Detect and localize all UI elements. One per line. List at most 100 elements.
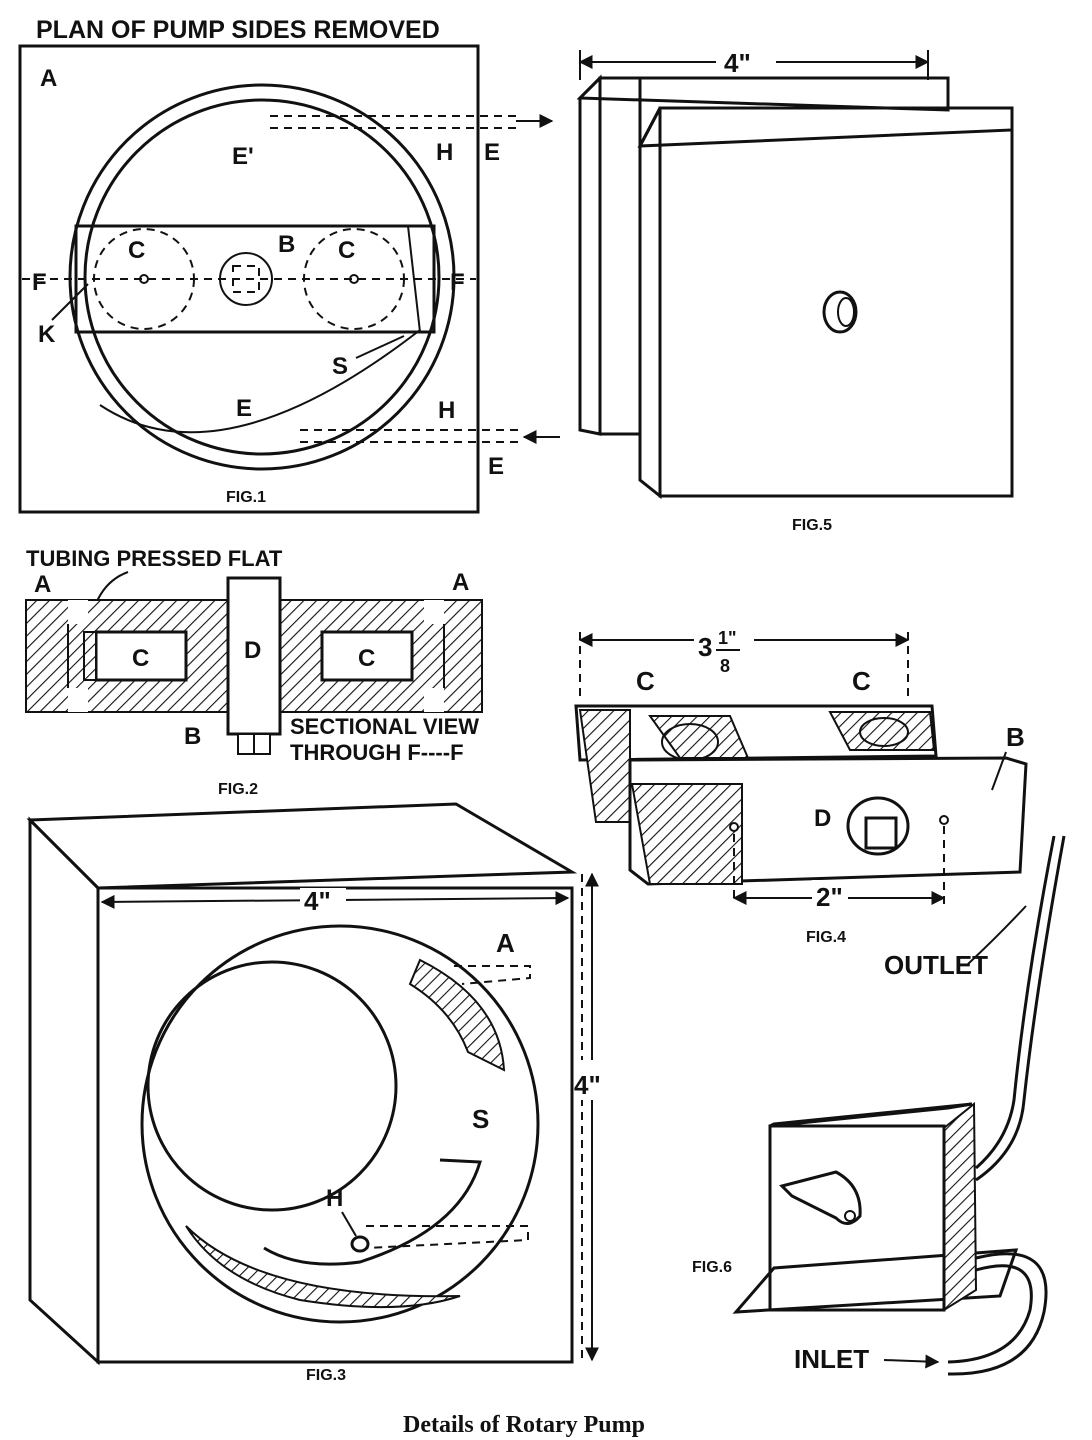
fig3-bottom-crescent xyxy=(185,1225,461,1309)
fig5-back-plate-top xyxy=(576,76,950,112)
fig1-label-k: K xyxy=(38,321,56,348)
fig2-label-d: D xyxy=(244,637,261,664)
fig6-box-front xyxy=(768,1124,946,1312)
fig3-bottom-rib xyxy=(263,1158,482,1266)
fig6-inlet-pipe-a xyxy=(947,1264,1033,1364)
fig3-label-height: 4" xyxy=(574,1070,601,1100)
fig2-flat-tube-left xyxy=(83,631,97,681)
fig4-label-b: B xyxy=(1006,722,1025,752)
fig6-box-side xyxy=(943,1101,978,1312)
fig1-label-c-left: C xyxy=(128,237,145,264)
fig4-cylinder-seat-left xyxy=(648,715,750,759)
fig2-title: TUBING PRESSED FLAT xyxy=(26,546,283,571)
fig2-label-c-right: C xyxy=(358,645,375,672)
fig1-s-leader xyxy=(355,335,405,359)
fig6-inlet-pipe-b xyxy=(947,1252,1048,1376)
fig4-pin-right xyxy=(939,815,949,825)
fig5-figure-label: FIG.5 xyxy=(792,517,832,534)
fig3-label-s: S xyxy=(472,1104,489,1134)
fig2-cylinder-c-right xyxy=(320,630,414,682)
fig1-label-e-bottom: E xyxy=(236,395,252,422)
fig6-outlet-pipe-b xyxy=(975,835,1066,1182)
fig4-back-end-hatch xyxy=(578,709,631,823)
fig1-crescent-e xyxy=(99,329,421,434)
fig3-label-width: 4" xyxy=(304,886,331,916)
fig1-figure-label: FIG.1 xyxy=(226,489,266,506)
fig3-inner-disc xyxy=(146,960,398,1212)
fig4-square-shaft xyxy=(864,816,898,850)
fig4-rotor-top xyxy=(574,704,938,762)
fig4-label-c-right: C xyxy=(852,666,871,696)
fig2-label-c-left: C xyxy=(132,645,149,672)
fig1-label-b: B xyxy=(278,231,295,258)
fig2-figure-label: FIG.2 xyxy=(218,781,258,798)
fig6-complete-pump: OUTLET INLET FIG.6 xyxy=(692,835,1066,1376)
fig2-notch-bottom-left xyxy=(68,688,88,712)
fig1-k-leader xyxy=(51,283,89,321)
fig3-side-face xyxy=(28,816,100,1366)
fig5-shaft-hole xyxy=(822,290,858,334)
fig6-crank-handle xyxy=(779,1170,862,1225)
fig2-section-note-1: SECTIONAL VIEW xyxy=(290,714,479,739)
fig1-label-e-out: E xyxy=(488,453,504,480)
fig2-label-a-right: A xyxy=(452,569,469,596)
fig4-b-leader xyxy=(991,751,1007,791)
fig4-front-end-hatch xyxy=(630,783,743,885)
fig1-label-c-right: C xyxy=(338,237,355,264)
fig1-inner-ring xyxy=(83,98,441,456)
fig6-crank-pivot xyxy=(844,1210,856,1222)
fig3-assembled-block: 4" 4" A S H FIG.3 xyxy=(26,802,608,1384)
fig2-shaft-d xyxy=(226,576,282,736)
fig3-cavity-outer xyxy=(140,924,540,1324)
fig3-figure-label: FIG.3 xyxy=(306,1367,346,1384)
fig4-rotor: 3 1" 8 2" C C B D FIG.4 xyxy=(574,620,1028,946)
fig5-dim-gap xyxy=(716,50,776,76)
fig1-label-h-top: H xyxy=(436,139,453,166)
fig3-hole-h xyxy=(350,1235,370,1253)
fig3-h-leader xyxy=(341,1211,357,1237)
fig6-box-top xyxy=(769,1102,973,1128)
fig5-label-width: 4" xyxy=(724,48,751,78)
fig3-inlet-tube xyxy=(365,1225,529,1249)
fig3-top-face xyxy=(26,802,578,890)
fig5-back-plate-edge xyxy=(578,74,602,436)
fig5-shaft-hole-inner xyxy=(837,297,855,327)
fig6-outlet-leader xyxy=(967,905,1027,965)
fig1-outer-block xyxy=(18,44,480,514)
fig6-figure-label: FIG.6 xyxy=(692,1259,732,1276)
fig1-plan-view: PLAN OF PUMP SIDES REMOVED A C B C F F K… xyxy=(18,16,560,514)
fig1-label-a: A xyxy=(40,65,57,92)
fig4-spacing-gap xyxy=(812,880,848,908)
fig1-outer-ring xyxy=(68,83,456,471)
fig5-front-plate-top xyxy=(637,106,1014,148)
fig4-rotor-front xyxy=(628,756,1028,886)
fig1-label-h-bottom: H xyxy=(438,397,455,424)
fig3-label-h: H xyxy=(326,1185,343,1212)
fig4-length-num: 1" xyxy=(718,628,737,648)
fig6-inlet-arrow xyxy=(883,1354,940,1369)
fig4-label-spacing: 2" xyxy=(816,882,843,912)
fig1-label-f-left: F xyxy=(32,269,47,296)
fig3-height-gap xyxy=(576,1060,608,1100)
fig2-sectional-view: TUBING PRESSED FLAT A A C D C B SECTIONA… xyxy=(25,546,483,798)
fig6-base-plate xyxy=(732,1248,1019,1314)
fig3-label-a: A xyxy=(496,928,515,958)
fig4-cylinder-c-right xyxy=(859,717,909,747)
diagram-caption: Details of Rotary Pump xyxy=(403,1412,645,1438)
fig1-label-e-prime: E' xyxy=(232,143,254,170)
fig4-length-den: 8 xyxy=(720,656,730,676)
fig4-label-d: D xyxy=(814,805,831,832)
fig4-pin-left xyxy=(729,822,739,832)
fig5-front-plate-face xyxy=(658,106,1014,498)
fig2-label-b: B xyxy=(184,723,201,750)
fig5-front-plate-edge xyxy=(638,107,662,500)
fig3-width-gap xyxy=(300,888,346,914)
fig2-notch-top-right xyxy=(424,600,444,624)
fig6-outlet-pipe-a xyxy=(975,835,1056,1170)
fig2-section-note-2: THROUGH F----F xyxy=(290,740,464,765)
fig4-length-whole: 3 xyxy=(698,632,712,662)
fig6-label-inlet: INLET xyxy=(794,1344,869,1374)
fig1-label-s: S xyxy=(332,353,348,380)
fig4-label-c-left: C xyxy=(636,666,655,696)
